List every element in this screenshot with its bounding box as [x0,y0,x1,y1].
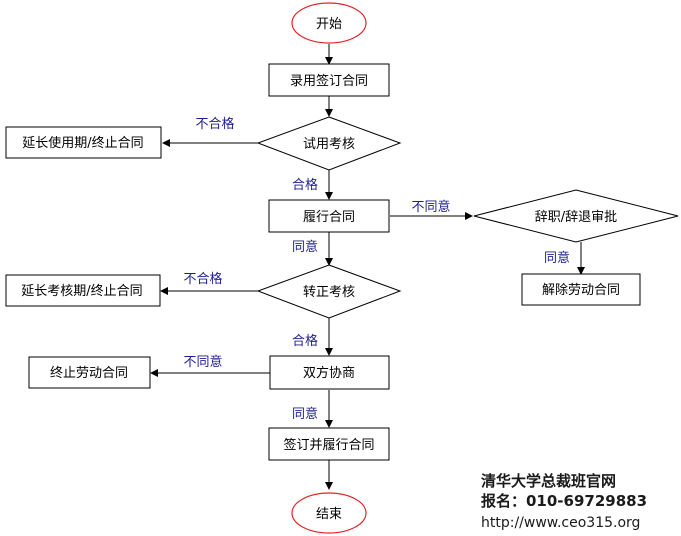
sign-contract-box [268,63,390,97]
extend-review-label: 延长考核期/终止合同 [21,283,142,299]
end-label: 结束 [316,507,342,522]
perform-contract-box [268,199,390,233]
resign-decision [473,189,679,243]
footer-phone: 报名：010-69729883 [481,492,647,510]
edge-label-perform-disagree: 不同意 [411,199,450,215]
footer-site-name: 清华大学总裁班官网 [481,472,616,490]
end-contract-box [28,356,151,389]
footer-block: 清华大学总裁班官网 报名：010-69729883 http://www.ceo… [481,472,647,531]
terminate-labor-box [521,273,641,306]
edge-label-perform-agree: 同意 [292,239,318,255]
sign-perform-box [268,427,390,461]
start-terminal [291,2,367,44]
resign-label: 辞职/辞退审批 [535,210,617,225]
connectors [150,44,585,490]
extend-review-box [5,274,161,307]
sign-contract-label: 录用签订合同 [290,73,368,89]
end-terminal [291,492,367,534]
terminate-labor-label: 解除劳动合同 [542,282,620,298]
start-label: 开始 [316,17,342,32]
edge-label-negotiate-disagree: 不同意 [183,354,222,370]
extend-probation-label: 延长使用期/终止合同 [22,135,143,151]
edge-label-probation-pass: 合格 [292,177,318,193]
edge-label-probation-fail: 不合格 [195,116,234,132]
end-contract-label: 终止劳动合同 [50,365,128,381]
regular-decision [256,264,402,319]
extend-probation-box [5,126,162,159]
edge-label-regular-pass: 合格 [292,333,318,349]
regular-label: 转正考核 [303,285,355,300]
sign-perform-label: 签订并履行合同 [283,437,374,453]
footer-url[interactable]: http://www.ceo315.org [481,515,640,531]
probation-decision [256,116,402,171]
probation-label: 试用考核 [303,137,355,152]
perform-contract-label: 履行合同 [303,210,355,225]
negotiate-box [269,355,390,390]
edge-label-negotiate-agree: 同意 [292,406,318,422]
edge-label-regular-fail: 不合格 [183,271,222,287]
edge-label-resign-agree: 同意 [544,250,570,266]
negotiate-label: 双方协商 [303,365,355,381]
